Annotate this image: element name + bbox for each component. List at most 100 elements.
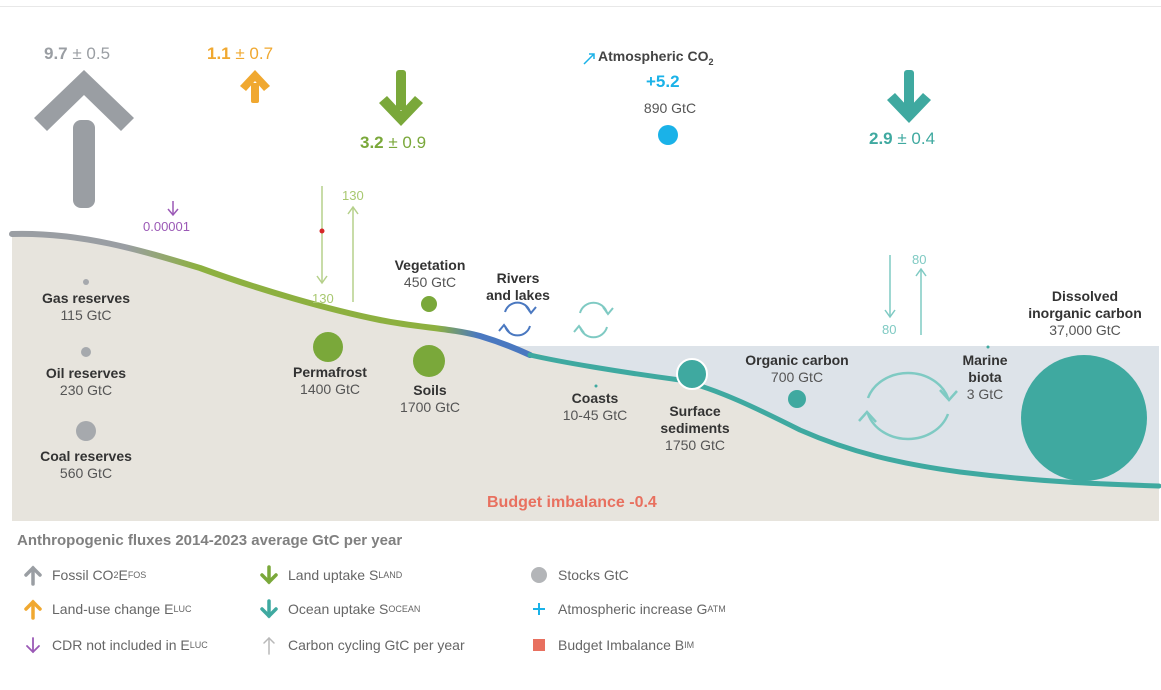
ocean-cycling-arrows bbox=[884, 255, 927, 335]
surface-sediments-name2: sediments bbox=[660, 420, 730, 436]
oil-reserves-value: 230 GtC bbox=[59, 382, 113, 398]
ocean-uptake-flux-label: 2.9 ± 0.4 bbox=[869, 129, 935, 149]
land-cycling-up-value: 130 bbox=[342, 188, 364, 203]
coasts-value: 10-45 GtC bbox=[562, 407, 628, 423]
land-use-flux-unc: ± 0.7 bbox=[235, 44, 274, 63]
coasts-dot bbox=[594, 384, 598, 388]
surface-sediments-name: Surface bbox=[669, 403, 721, 419]
atmosphere-title-text: Atmospheric CO bbox=[598, 48, 709, 64]
soils-label: Soils 1700 GtC bbox=[375, 382, 485, 416]
legend-fossil-sub2: FOS bbox=[127, 570, 147, 580]
coal-reserves-dot bbox=[76, 421, 96, 441]
legend-budget-sub: IM bbox=[684, 640, 695, 650]
gas-reserves-value: 115 GtC bbox=[60, 307, 112, 323]
dic-label: Dissolved inorganic carbon 37,000 GtC bbox=[1010, 288, 1160, 339]
fossil-legend-icon bbox=[22, 564, 46, 586]
fossil-flux-unc: ± 0.5 bbox=[72, 44, 111, 63]
vegetation-dot bbox=[421, 296, 437, 312]
gas-reserves-name: Gas reserves bbox=[42, 290, 130, 306]
cdr-arrow bbox=[167, 201, 179, 217]
land-use-flux-label: 1.1 ± 0.7 bbox=[207, 44, 273, 64]
land-uptake-arrow bbox=[379, 70, 423, 126]
gas-reserves-dot bbox=[83, 279, 89, 285]
organic-carbon-dot bbox=[788, 390, 806, 408]
fossil-flux-value: 9.7 bbox=[44, 44, 68, 63]
oil-reserves-label: Oil reserves 230 GtC bbox=[20, 365, 152, 399]
legend-land-uptake-text: Land uptake S bbox=[288, 567, 379, 583]
vegetation-value: 450 GtC bbox=[403, 274, 457, 290]
legend-ocean-uptake-sub: OCEAN bbox=[388, 604, 421, 614]
vegetation-label: Vegetation 450 GtC bbox=[375, 257, 485, 291]
cdr-flux-value: 0.00001 bbox=[143, 219, 190, 234]
coasts-label: Coasts 10-45 GtC bbox=[545, 390, 645, 424]
legend-ocean-uptake-text: Ocean uptake S bbox=[288, 601, 389, 617]
dic-value: 37,000 GtC bbox=[1049, 322, 1121, 338]
coasts-name: Coasts bbox=[571, 390, 619, 406]
dic-dot bbox=[1021, 355, 1147, 481]
rivers-lakes-label: Rivers and lakes bbox=[468, 270, 568, 304]
legend-land-uptake-sub: LAND bbox=[378, 570, 403, 580]
atmosphere-increase: +5.2 bbox=[646, 72, 680, 91]
legend-atm-increase-text: Atmospheric increase G bbox=[558, 601, 708, 617]
marine-biota-dot bbox=[986, 345, 990, 349]
marine-cycle-icon bbox=[858, 371, 958, 441]
soils-name: Soils bbox=[413, 382, 447, 398]
legend-title: Anthropogenic fluxes 2014-2023 average G… bbox=[17, 532, 403, 549]
marine-biota-value: 3 GtC bbox=[966, 386, 1004, 402]
marine-biota-name2: biota bbox=[968, 369, 1002, 385]
coal-reserves-label: Coal reserves 560 GtC bbox=[20, 448, 152, 482]
surface-sediments-dot bbox=[676, 358, 708, 390]
legend-fossil-text2: E bbox=[118, 567, 128, 583]
dic-name: Dissolved bbox=[1051, 288, 1119, 304]
coal-reserves-name: Coal reserves bbox=[40, 448, 132, 464]
land-cycling-arrows bbox=[316, 186, 359, 302]
legend-cycling: Carbon cycling GtC per year bbox=[258, 634, 465, 656]
vegetation-name: Vegetation bbox=[394, 257, 466, 273]
permafrost-name: Permafrost bbox=[293, 364, 367, 380]
atm-increase-arrow bbox=[583, 53, 595, 65]
permafrost-dot bbox=[313, 332, 343, 362]
marine-biota-label: Marine biota 3 GtC bbox=[945, 352, 1025, 403]
organic-carbon-name: Organic carbon bbox=[745, 352, 849, 368]
legend-land-use-text: Land-use change E bbox=[52, 601, 174, 617]
fossil-arrow bbox=[34, 70, 134, 208]
land-use-arrow bbox=[240, 70, 270, 103]
legend-land-use-sub: LUC bbox=[173, 604, 192, 614]
legend-atm-increase-sub: ATM bbox=[707, 604, 726, 614]
legend-stocks: Stocks GtC bbox=[528, 564, 629, 586]
dic-name2: inorganic carbon bbox=[1028, 305, 1142, 321]
marine-biota-name: Marine bbox=[962, 352, 1008, 368]
land-uptake-flux-unc: ± 0.9 bbox=[388, 133, 427, 152]
cdr-legend-icon bbox=[22, 634, 46, 656]
atmosphere-title: Atmospheric CO2 bbox=[598, 48, 713, 67]
ocean-uptake-arrow bbox=[887, 70, 931, 123]
coasts-cycle-icon bbox=[573, 301, 614, 339]
rivers-name2: and lakes bbox=[486, 287, 550, 303]
legend-fossil-text: Fossil CO bbox=[52, 567, 114, 583]
atmosphere-stock-dot bbox=[658, 125, 678, 145]
oil-reserves-name: Oil reserves bbox=[45, 365, 127, 381]
legend-cdr-sub: LUC bbox=[189, 640, 208, 650]
permafrost-label: Permafrost 1400 GtC bbox=[275, 364, 385, 398]
ocean-uptake-legend-icon bbox=[258, 598, 282, 620]
legend-budget-text: Budget Imbalance B bbox=[558, 637, 685, 653]
surface-sediments-label: Surface sediments 1750 GtC bbox=[640, 403, 750, 454]
legend-fossil-sub1: 2 bbox=[113, 570, 119, 580]
legend-cycling-text: Carbon cycling GtC per year bbox=[288, 637, 465, 653]
land-uptake-flux-label: 3.2 ± 0.9 bbox=[360, 133, 426, 153]
permafrost-value: 1400 GtC bbox=[300, 381, 360, 397]
atmosphere-title-sub: 2 bbox=[708, 56, 714, 67]
soils-dot bbox=[413, 345, 445, 377]
organic-carbon-value: 700 GtC bbox=[770, 369, 824, 385]
land-surface-line bbox=[9, 230, 533, 358]
gas-reserves-label: Gas reserves 115 GtC bbox=[20, 290, 152, 324]
budget-imbalance-label: Budget imbalance -0.4 bbox=[487, 494, 657, 511]
land-uptake-legend-icon bbox=[258, 564, 282, 586]
oil-reserves-dot bbox=[81, 347, 91, 357]
